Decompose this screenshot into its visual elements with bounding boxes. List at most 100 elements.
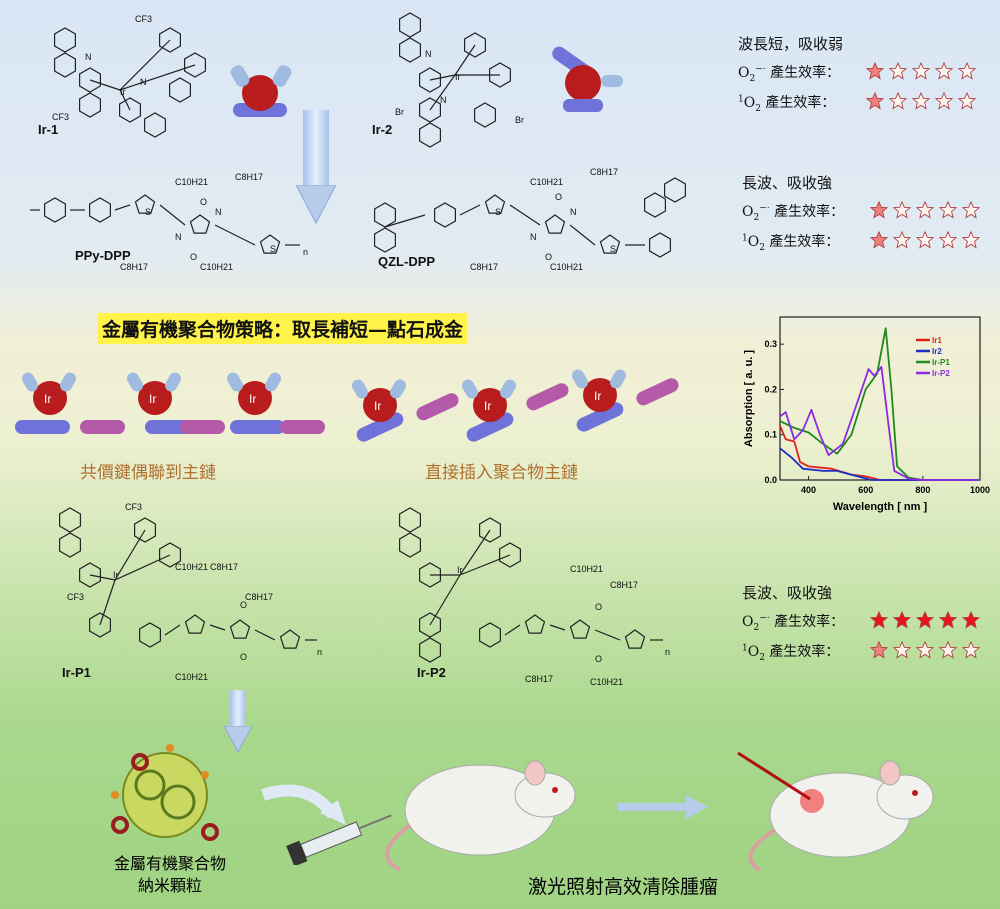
ring — [159, 27, 181, 53]
panel-heading: 波長短，吸收弱 — [738, 35, 844, 53]
ligand — [462, 379, 478, 399]
thiophene-ring — [569, 619, 591, 639]
star-filled-icon — [869, 640, 889, 663]
atom-label: n — [665, 647, 670, 657]
ir-complex-model-1 — [230, 65, 292, 117]
bond — [89, 79, 121, 91]
polymer-segment — [356, 412, 404, 442]
ring — [399, 37, 422, 63]
bond — [214, 224, 256, 246]
atom-label: O — [240, 652, 247, 662]
ring — [44, 197, 67, 223]
bond — [114, 204, 131, 211]
star-filled-icon — [961, 610, 981, 633]
ring — [664, 177, 686, 203]
legend-label: Ir1 — [932, 336, 942, 345]
ring — [54, 52, 77, 78]
thiophene-ring — [134, 194, 156, 214]
star-rating — [869, 640, 981, 663]
ligand — [227, 372, 243, 392]
ligand — [352, 379, 368, 399]
nanoparticle-label-line2: 納米顆粒 — [137, 876, 202, 895]
atom-label: C8H17 — [610, 580, 638, 590]
curved-arrow — [261, 784, 346, 825]
ring — [143, 112, 166, 138]
ir-sphere-label: Ir — [374, 399, 381, 413]
ir-sphere — [583, 378, 617, 412]
thiophene-ring — [484, 194, 506, 214]
star-rating — [869, 230, 981, 253]
ring — [58, 532, 81, 558]
row-label: O2−· 產生效率： — [742, 613, 845, 633]
bond — [119, 89, 131, 111]
x-tick-label: 600 — [858, 485, 873, 495]
bond — [594, 629, 621, 641]
ir-p1-label: Ir-P1 — [62, 665, 91, 680]
atom-label: C10H21 — [200, 262, 233, 272]
atom-label: N — [85, 52, 92, 62]
ring — [373, 202, 396, 228]
down-arrow — [303, 110, 329, 190]
atom-label: O — [240, 600, 247, 610]
bond — [459, 529, 491, 576]
atom-label: C8H17 — [525, 674, 553, 684]
bond — [429, 574, 461, 626]
atom-label: CF3 — [52, 112, 69, 122]
legend-label: Ir-P1 — [932, 358, 950, 367]
ppy-dpp-label: PPy-DPP — [75, 248, 131, 263]
ir-complex-model-2 — [552, 46, 623, 112]
atom-label: C10H21 — [530, 177, 563, 187]
ring — [419, 612, 442, 638]
bond — [504, 624, 521, 636]
ring — [419, 562, 442, 588]
star-empty-icon — [934, 91, 954, 114]
strategy-banner: 金屬有機聚合物策略：取長補短—點石成金 — [98, 313, 468, 344]
strategy-covalent-label: 共價鍵偶聯到主鏈 — [80, 463, 216, 483]
atom-label: Ir — [120, 87, 126, 97]
bond — [254, 629, 276, 641]
ring — [88, 612, 112, 638]
atom-label: O — [595, 654, 602, 664]
atom-label: S — [610, 244, 616, 254]
star-filled-icon — [865, 91, 885, 114]
bond — [164, 624, 181, 636]
atom-label: C10H21 — [175, 672, 208, 682]
star-empty-icon — [961, 640, 981, 663]
atom-label: N — [570, 207, 577, 217]
atom-label: O — [545, 252, 552, 262]
x-tick-label: 800 — [915, 485, 930, 495]
atom-label: C8H17 — [120, 262, 148, 272]
atom-label: N — [175, 232, 182, 242]
bond — [429, 74, 456, 111]
row-label: O2−· 產生效率： — [742, 203, 845, 223]
atom-label: Br — [395, 107, 404, 117]
atom-label: N — [440, 95, 447, 105]
ligand — [60, 372, 76, 392]
singlet-oxygen-efficiency-row: 1O2 產生效率： — [742, 637, 981, 667]
atom-label: Ir — [113, 570, 119, 580]
ring — [418, 67, 442, 93]
atom-label: Br — [515, 115, 524, 125]
thiophene-ring — [189, 214, 211, 234]
down-arrow-2 — [230, 690, 246, 730]
row-label: 1O2 產生效率： — [742, 233, 840, 253]
atom-label: n — [303, 247, 308, 257]
ring — [649, 232, 671, 258]
bond — [89, 574, 116, 581]
atom-label: O — [595, 602, 602, 612]
series-line-ir-p1 — [779, 327, 980, 481]
atom-label: C10H21 — [590, 677, 623, 687]
ir-sphere-label: Ir — [149, 392, 156, 406]
strategy-inserted-label: 直接插入聚合物主鏈 — [425, 463, 578, 483]
bond — [114, 554, 171, 581]
atom-label: N — [215, 207, 222, 217]
ir-sphere-label: Ir — [44, 392, 51, 406]
legend-label: Ir-P2 — [932, 369, 950, 378]
atom-label: CF3 — [67, 592, 84, 602]
